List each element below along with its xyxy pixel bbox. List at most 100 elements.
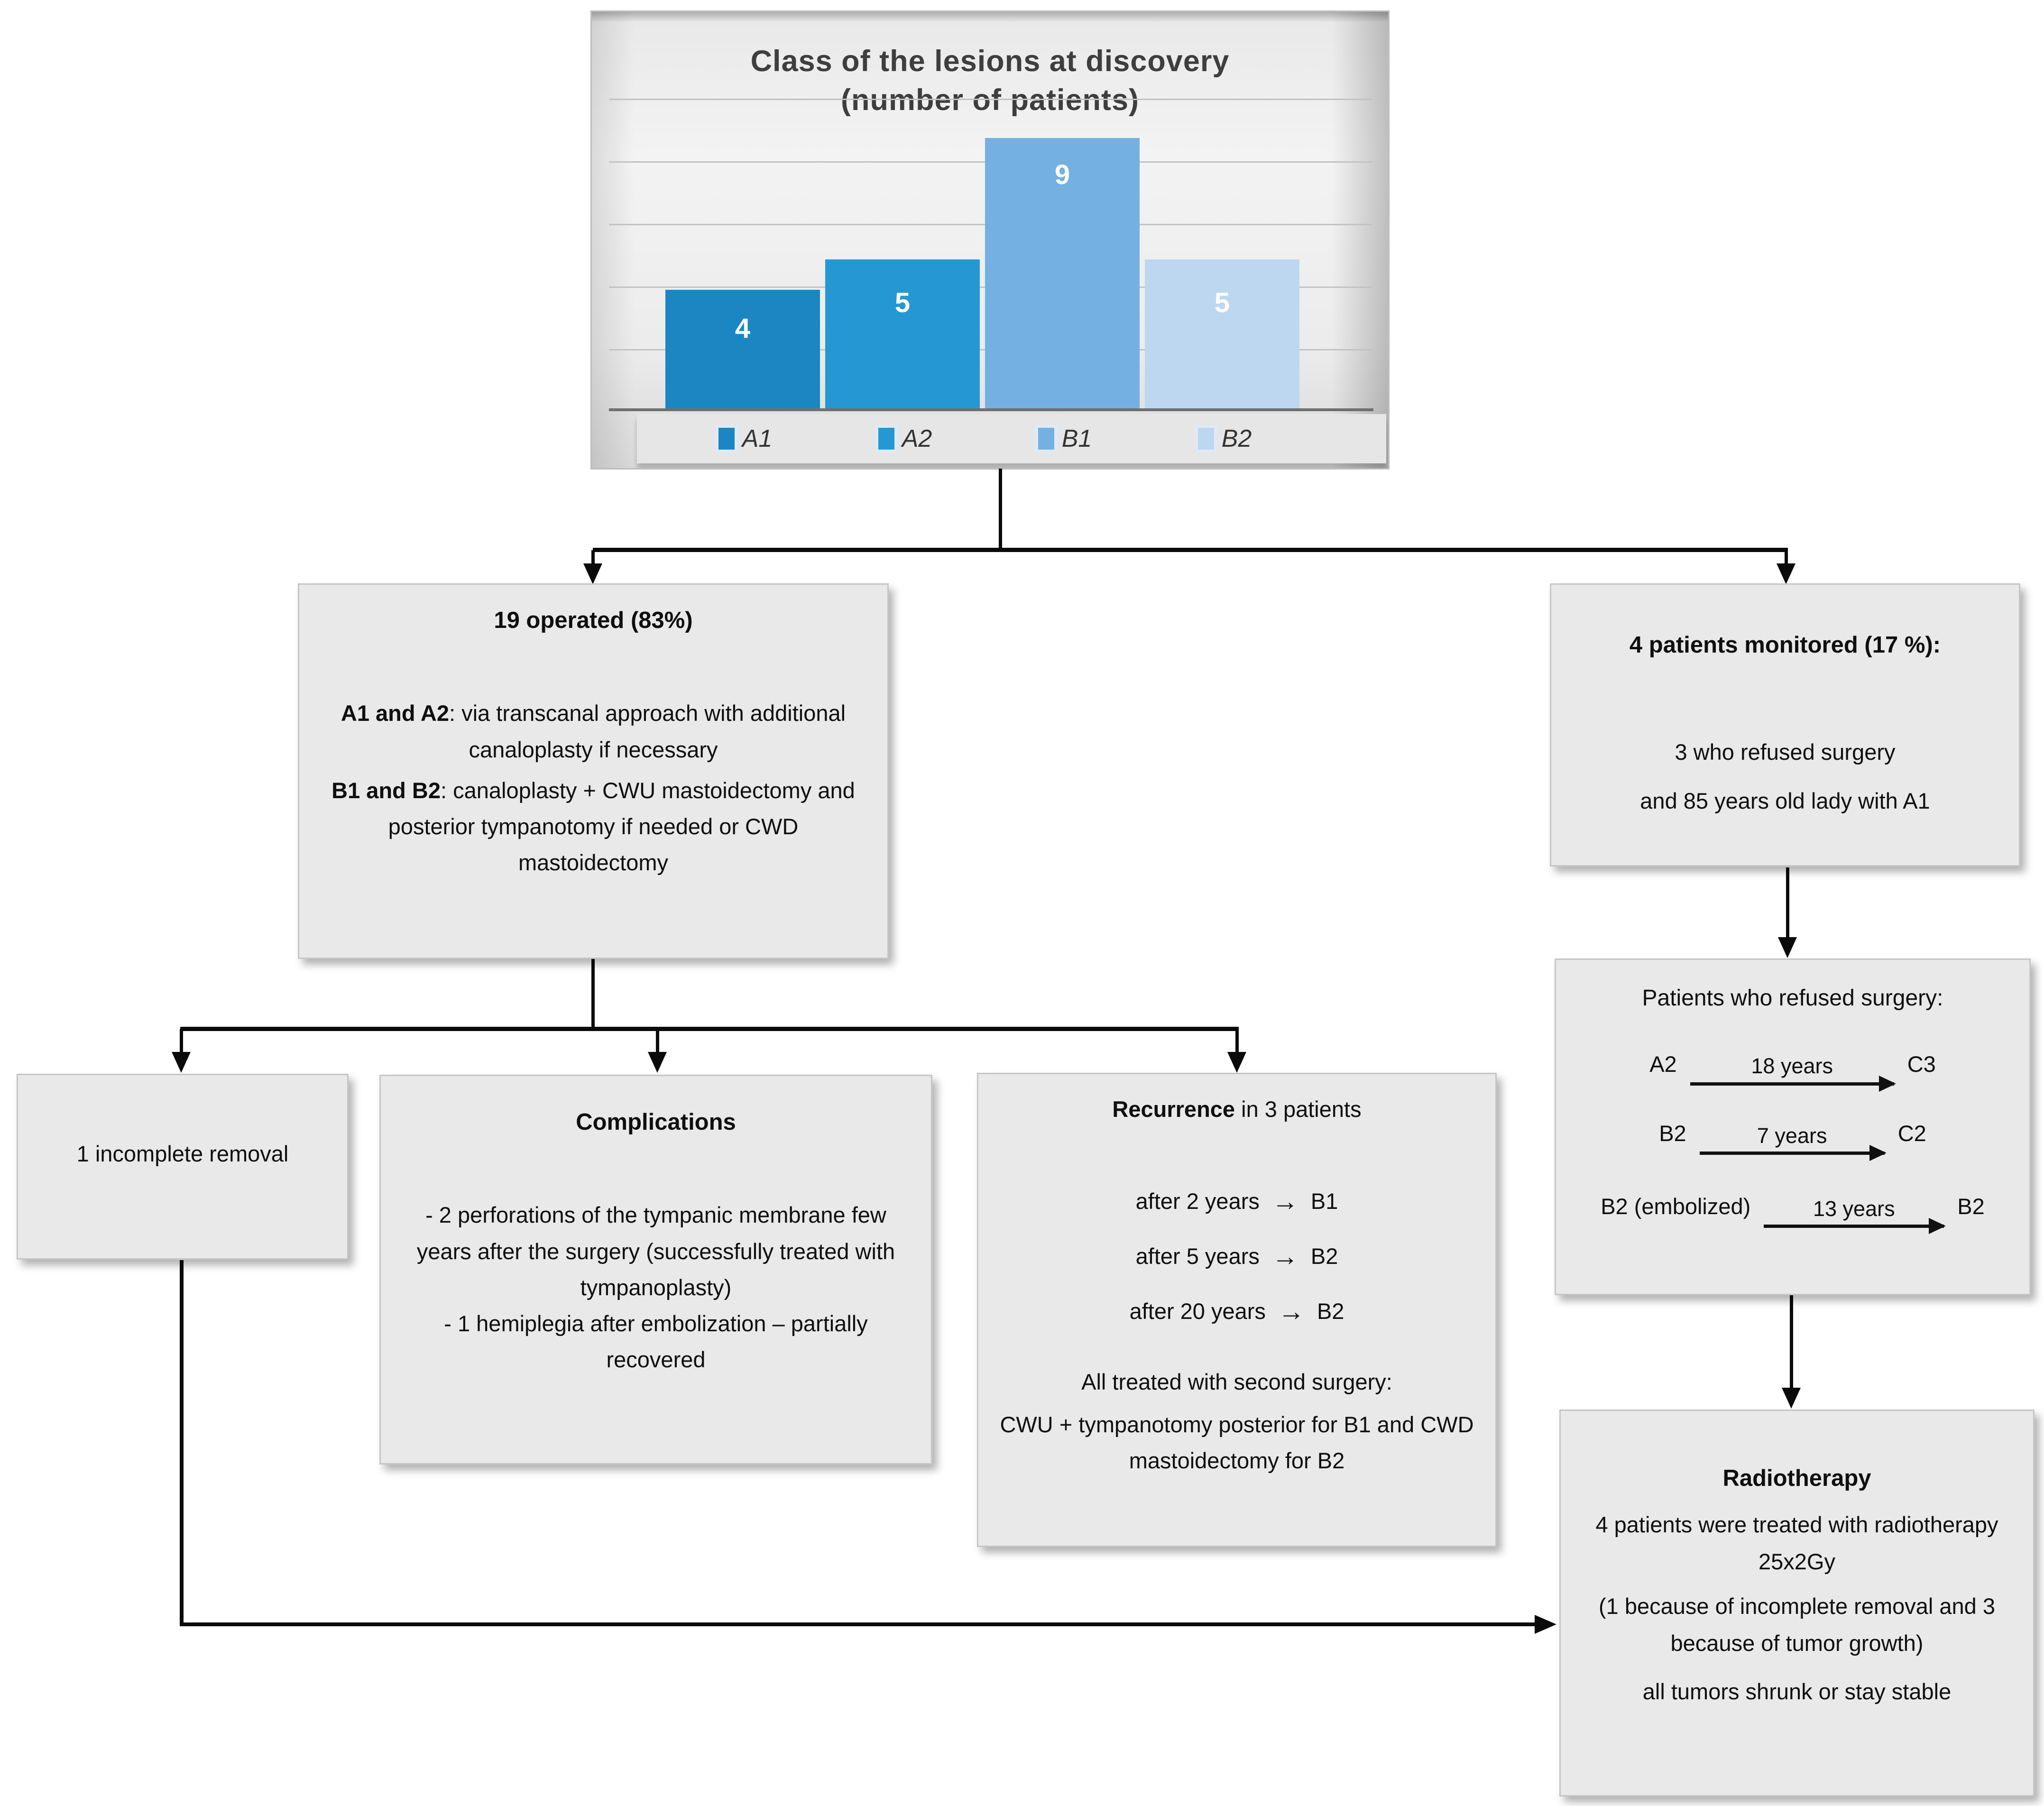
connector-drop-incomplete [180,1029,183,1054]
arrowhead-to-incomplete [172,1052,191,1073]
chart-legend: A1 A2 B1 B2 [637,414,1386,463]
recurrence-row-text: after 20 years [1129,1299,1266,1324]
duration-arrow-icon: 13 years [1764,1196,1946,1235]
box-incomplete-removal: 1 incomplete removal [17,1074,349,1260]
recurrence-footer2: CWU + tympanotomy posterior for B1 and C… [1000,1411,1474,1473]
legend-marker-icon [1197,428,1214,450]
refused-row: B2 (embolized) 13 years B2 [1565,1189,2020,1235]
arrowhead-to-refused [1778,937,1797,958]
operated-paragraph-2: B1 and B2: canaloplasty + CWU mastoidect… [331,777,855,875]
refused-row-duration: 13 years [1813,1196,1895,1221]
box-refused: Patients who refused surgery: A2 18 years… [1555,958,2031,1295]
box-monitored: 4 patients monitored (17 %): 3 who refus… [1550,583,2020,866]
monitored-title: 4 patients monitored (17 %): [1629,632,1941,658]
legend-marker-icon [1038,428,1054,450]
connector-mid-branch [180,1027,1239,1031]
right-arrow-icon: → [1278,1296,1305,1327]
legend-item-B1: B1 [985,414,1145,463]
legend-item-A2: A2 [825,414,985,463]
arrowhead-to-radiotherapy [1782,1388,1801,1409]
chart-gridline [609,99,1372,100]
box-radiotherapy: Radiotherapy 4 patients were treated wit… [1559,1410,2035,1797]
bar-B2: 5 [1145,259,1299,411]
connector-top-branch [593,548,1788,552]
complications-title: Complications [576,1109,736,1135]
connector-monitored-refused [1786,867,1789,939]
recurrence-row-text: after 2 years [1135,1189,1260,1214]
bar-B1: 9 [985,138,1140,411]
connector-right-drop [1785,550,1788,569]
chart-title-line1: Class of the lesions at discovery [750,45,1230,78]
legend-label: A1 [742,425,773,452]
refused-row-to: B2 [1957,1194,1985,1219]
refused-row-from: A2 [1649,1051,1677,1077]
legend-item-B2: B2 [1145,414,1305,463]
refused-row-to: C3 [1907,1051,1936,1077]
arrowhead-to-monitored [1777,563,1795,584]
arrowhead-to-operated [583,563,602,584]
legend-marker-icon [878,428,894,450]
incomplete-text: 1 incomplete removal [76,1141,289,1166]
radiotherapy-line3: all tumors shrunk or stay stable [1642,1679,1952,1705]
recurrence-title: Recurrence in 3 patients [1112,1096,1362,1122]
radiotherapy-line1: 4 patients were treated with radiotherap… [1595,1512,1998,1575]
legend-label: B1 [1061,425,1092,452]
arrowhead-to-recurrence [1227,1052,1246,1073]
refused-row-from: B2 [1659,1120,1686,1146]
refused-title: Patients who refused surgery: [1642,986,1943,1011]
operated-paragraph-1: A1 and A2: via transcanal approach with … [341,700,846,762]
chart-legend-items: A1 A2 B1 B2 [665,414,1305,463]
right-arrow-icon: → [1271,1241,1298,1272]
connector-drop-complications [656,1029,659,1054]
legend-marker-icon [718,428,735,450]
legend-item-A1: A1 [665,414,825,463]
radiotherapy-title: Radiotherapy [1722,1465,1871,1491]
legend-label: A2 [902,425,932,452]
recurrence-row-class: B1 [1310,1189,1338,1214]
connector-incomplete-elbow-horizontal [180,1622,1537,1626]
connector-chart-stem [999,469,1002,551]
arrowhead-to-radiotherapy-left [1535,1615,1556,1634]
bar-value-label-A2: 5 [894,287,911,318]
monitored-line1: 3 who refused surgery [1675,739,1896,765]
connector-left-drop [591,550,595,569]
refused-row: A2 18 years C3 [1565,1046,2020,1092]
bar-value-label-B1: 9 [1054,159,1070,190]
arrow-shaft [1699,1145,1887,1161]
complications-item2: - 1 hemiplegia after embolization – part… [444,1310,868,1372]
refused-row-duration: 18 years [1751,1054,1833,1078]
right-arrow-icon: → [1271,1186,1298,1216]
box-recurrence: Recurrence in 3 patients after 2 years → B… [977,1073,1497,1547]
recurrence-row: after 5 years → B2 [990,1238,1484,1274]
arrow-shaft [1690,1076,1896,1092]
arrow-shaft [1764,1218,1946,1235]
connector-operated-stem [591,958,595,1030]
connector-incomplete-elbow-vertical [180,1260,184,1626]
bar-value-label-A1: 4 [735,313,751,344]
chart-bars: 4 5 9 5 [592,12,1388,468]
refused-row: B2 7 years C2 [1565,1115,2020,1161]
complications-item1: - 2 perforations of the tympanic membran… [416,1202,895,1300]
recurrence-row-class: B2 [1317,1299,1344,1324]
box-operated: 19 operated (83%) A1 and A2: via transca… [298,583,889,959]
bar-A1: 4 [665,290,820,411]
monitored-line2: and 85 years old lady with A1 [1640,788,1930,813]
arrowhead-to-complications [648,1052,667,1073]
refused-row-from: B2 (embolized) [1601,1194,1751,1219]
recurrence-row: after 2 years → B1 [990,1183,1484,1219]
operated-title: 19 operated (83%) [494,608,693,633]
duration-arrow-icon: 7 years [1699,1123,1887,1161]
duration-arrow-icon: 18 years [1690,1054,1896,1092]
box-complications: Complications - 2 perforations of the ty… [379,1075,932,1465]
refused-row-duration: 7 years [1757,1123,1827,1148]
recurrence-row-class: B2 [1310,1244,1338,1269]
recurrence-row-text: after 5 years [1135,1244,1260,1269]
refused-row-to: C2 [1897,1120,1926,1146]
connector-refused-radiotherapy [1790,1295,1793,1389]
recurrence-rows: after 2 years → B1 after 5 years → B2 after 20… [990,1183,1484,1329]
legend-label: B2 [1221,425,1252,452]
recurrence-footer1: All treated with second surgery: [1081,1369,1392,1394]
chart-panel: Class of the lesions at discovery (numbe… [590,10,1390,470]
